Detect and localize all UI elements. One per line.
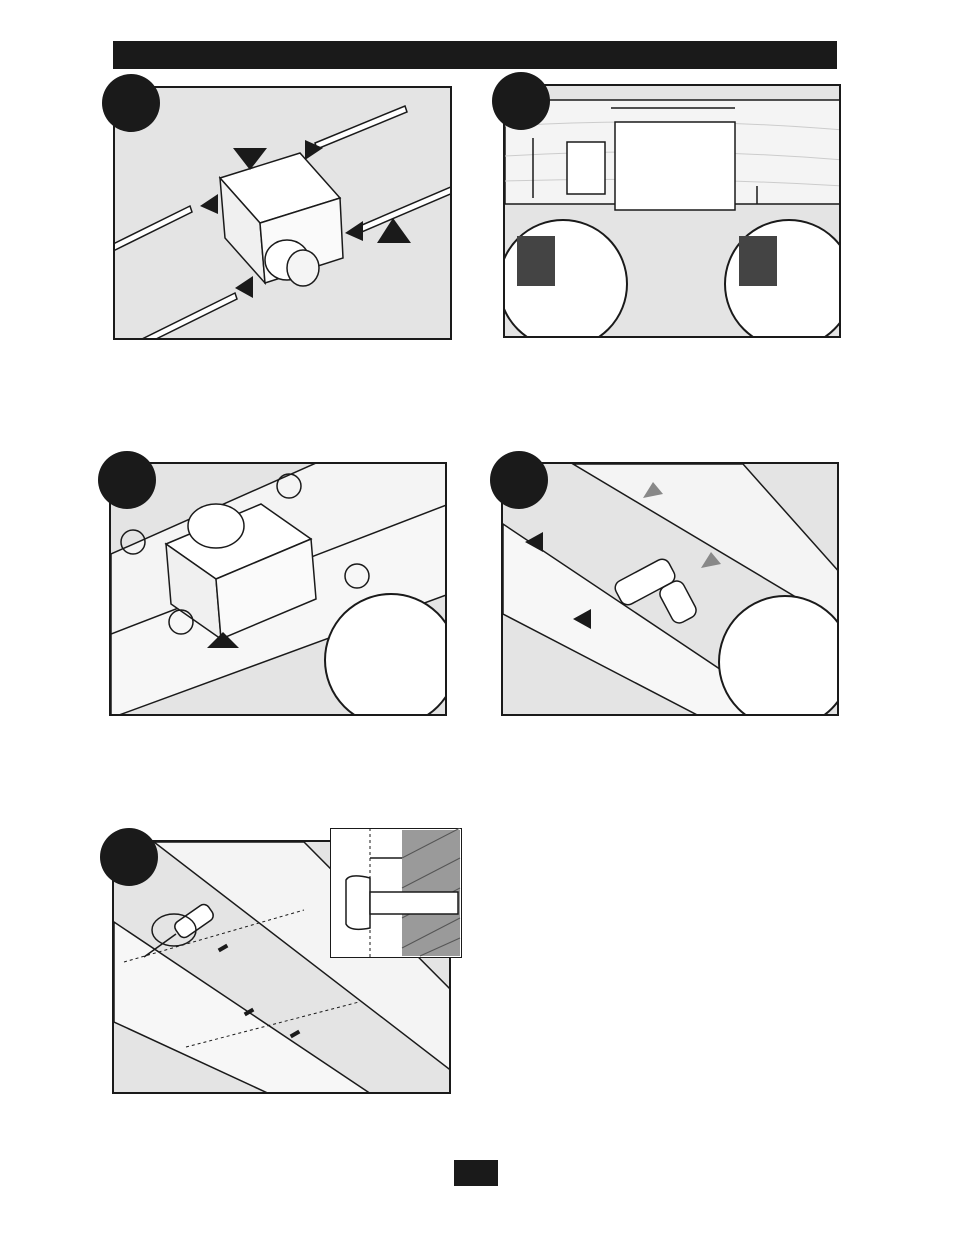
screw-depth-detail [330, 828, 462, 958]
step-4-badge [490, 451, 548, 509]
step-1-badge [102, 74, 160, 132]
header-bar [113, 41, 837, 69]
screw-detail-icon [330, 828, 462, 958]
step-2-panel [503, 84, 841, 338]
step-4-panel [501, 462, 839, 716]
housing-mounting-tabs-icon [111, 464, 447, 716]
fan-housing-with-mounting-bars-icon [115, 88, 452, 340]
housing-between-joists-measurement-icon [505, 86, 841, 338]
page-number [454, 1160, 498, 1186]
step-3-panel [109, 462, 447, 716]
step-3-badge [98, 451, 156, 509]
step-1-panel [113, 86, 452, 340]
step-5-badge [100, 828, 158, 886]
step-2-badge [492, 72, 550, 130]
drill-pilot-holes-icon [503, 464, 839, 716]
